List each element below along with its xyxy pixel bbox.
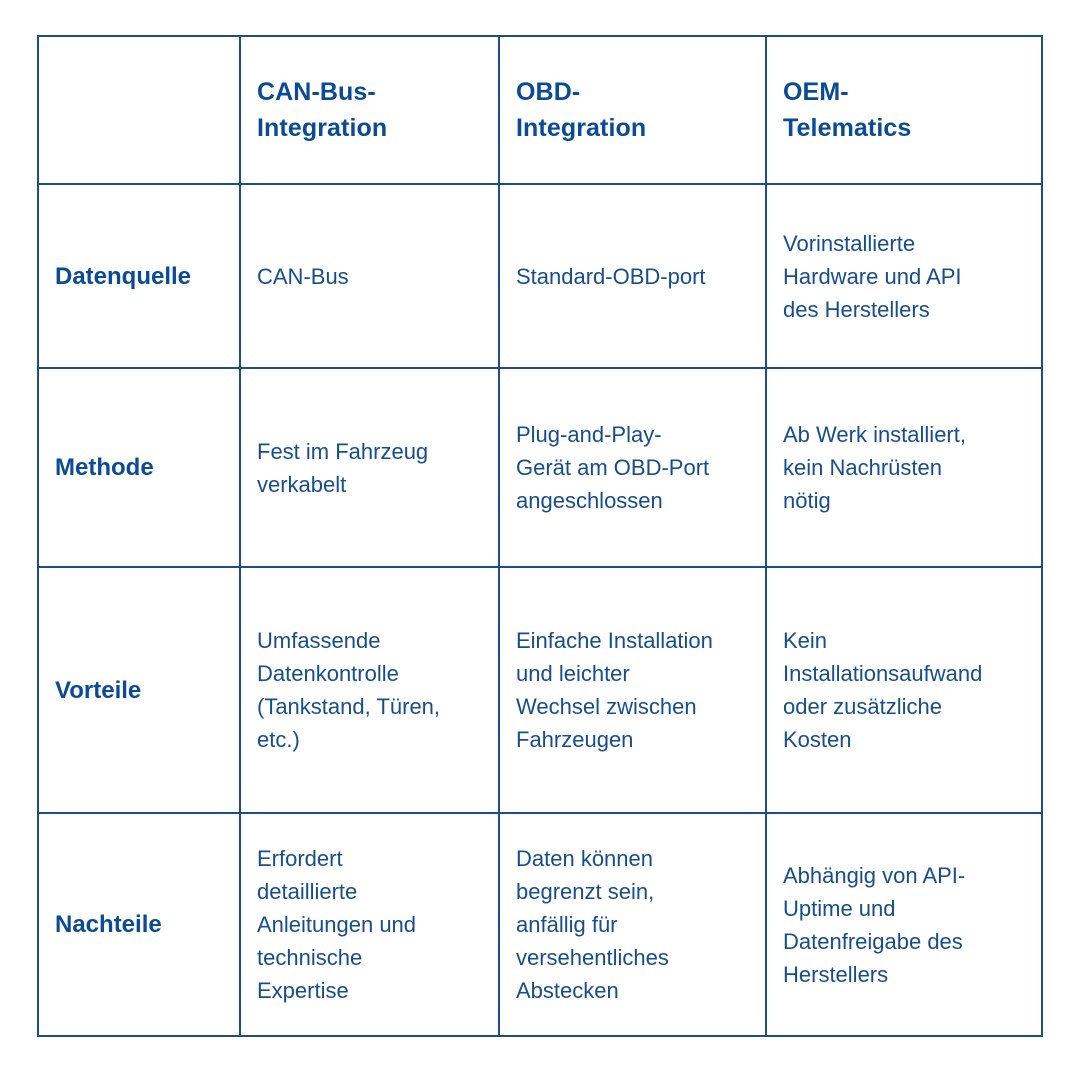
table-cell: Einfache Installation und leichter Wechs… bbox=[498, 566, 767, 814]
cell-line: Fahrzeugen bbox=[516, 727, 634, 752]
table-cell: Standard-OBD-port bbox=[498, 183, 767, 369]
row-header: Datenquelle bbox=[37, 183, 241, 369]
cell-line: Datenkontrolle bbox=[257, 661, 399, 686]
column-header-can-bus: CAN-Bus- Integration bbox=[239, 35, 500, 185]
cell-line: etc.) bbox=[257, 727, 300, 752]
cell-line: Installationsaufwand bbox=[783, 661, 983, 686]
cell-line: (Tankstand, Türen, bbox=[257, 694, 441, 719]
table-row-methode: Methode Fest im Fahrzeug verkabelt Plug-… bbox=[37, 367, 1043, 568]
table-cell: Plug-and-Play- Gerät am OBD-Port angesch… bbox=[498, 367, 767, 568]
cell-line: technische bbox=[257, 945, 363, 970]
cell-line: des Herstellers bbox=[783, 296, 930, 322]
header-line: Integration bbox=[516, 114, 647, 142]
cell-line: Kein bbox=[783, 628, 828, 653]
cell-line: Standard-OBD-port bbox=[516, 263, 706, 289]
table-cell: Abhängig von API- Uptime und Datenfreiga… bbox=[765, 812, 1043, 1037]
table-cell: Vorinstallierte Hardware und API des Her… bbox=[765, 183, 1043, 369]
cell-line: Fest im Fahrzeug bbox=[257, 438, 429, 464]
table-cell: Ab Werk installiert, kein Nachrüsten nöt… bbox=[765, 367, 1043, 568]
cell-line: Plug-and-Play- bbox=[516, 422, 662, 447]
cell-line: Erfordert bbox=[257, 846, 343, 871]
header-row: CAN-Bus- Integration OBD- Integration OE… bbox=[37, 35, 1043, 185]
cell-line: verkabelt bbox=[257, 471, 347, 497]
table-cell: Fest im Fahrzeug verkabelt bbox=[239, 367, 500, 568]
cell-line: Daten können bbox=[516, 846, 653, 871]
row-header: Methode bbox=[37, 367, 241, 568]
cell-line: Gerät am OBD-Port bbox=[516, 455, 710, 480]
cell-line: begrenzt sein, bbox=[516, 879, 655, 904]
column-header-obd: OBD- Integration bbox=[498, 35, 767, 185]
cell-line: anfällig für bbox=[516, 912, 618, 937]
table-row-vorteile: Vorteile Umfassende Datenkontrolle (Tank… bbox=[37, 566, 1043, 814]
table-row-datenquelle: Datenquelle CAN-Bus Standard-OBD-port Vo… bbox=[37, 183, 1043, 369]
cell-line: angeschlossen bbox=[516, 488, 663, 513]
table-cell: Kein Installationsaufwand oder zusätzlic… bbox=[765, 566, 1043, 814]
header-line: OEM- bbox=[783, 78, 849, 106]
comparison-table: CAN-Bus- Integration OBD- Integration OE… bbox=[37, 35, 1043, 1037]
cell-line: Kosten bbox=[783, 727, 852, 752]
cell-line: versehentliches bbox=[516, 945, 669, 970]
header-line: CAN-Bus- bbox=[257, 78, 376, 106]
row-header: Nachteile bbox=[37, 812, 241, 1037]
header-line: Telematics bbox=[783, 114, 912, 142]
table-row-nachteile: Nachteile Erfordert detaillierte Anleitu… bbox=[37, 812, 1043, 1037]
cell-line: CAN-Bus bbox=[257, 263, 349, 289]
cell-line: kein Nachrüsten bbox=[783, 455, 942, 480]
cell-line: Hardware und API bbox=[783, 263, 962, 289]
cell-line: detaillierte bbox=[257, 879, 358, 904]
table-cell: Daten können begrenzt sein, anfällig für… bbox=[498, 812, 767, 1037]
cell-line: nötig bbox=[783, 488, 831, 513]
cell-line: und leichter bbox=[516, 661, 630, 686]
cell-line: oder zusätzliche bbox=[783, 694, 942, 719]
table-cell: Umfassende Datenkontrolle (Tankstand, Tü… bbox=[239, 566, 500, 814]
table-cell: CAN-Bus bbox=[239, 183, 500, 369]
cell-line: Einfache Installation bbox=[516, 628, 713, 653]
cell-line: Anleitungen und bbox=[257, 912, 417, 937]
column-header-oem: OEM- Telematics bbox=[765, 35, 1043, 185]
cell-line: Ab Werk installiert, bbox=[783, 422, 966, 447]
cell-line: Abstecken bbox=[516, 978, 619, 1003]
cell-line: Herstellers bbox=[783, 961, 889, 987]
cell-line: Abhängig von API- bbox=[783, 862, 966, 888]
table-cell: Erfordert detaillierte Anleitungen und t… bbox=[239, 812, 500, 1037]
corner-cell bbox=[37, 35, 241, 185]
cell-line: Expertise bbox=[257, 978, 349, 1003]
header-line: OBD- bbox=[516, 78, 581, 106]
cell-line: Wechsel zwischen bbox=[516, 694, 697, 719]
row-header: Vorteile bbox=[37, 566, 241, 814]
cell-line: Datenfreigabe des bbox=[783, 928, 963, 954]
header-line: Integration bbox=[257, 114, 388, 142]
cell-line: Vorinstallierte bbox=[783, 230, 916, 256]
cell-line: Umfassende bbox=[257, 628, 381, 653]
cell-line: Uptime und bbox=[783, 895, 896, 921]
